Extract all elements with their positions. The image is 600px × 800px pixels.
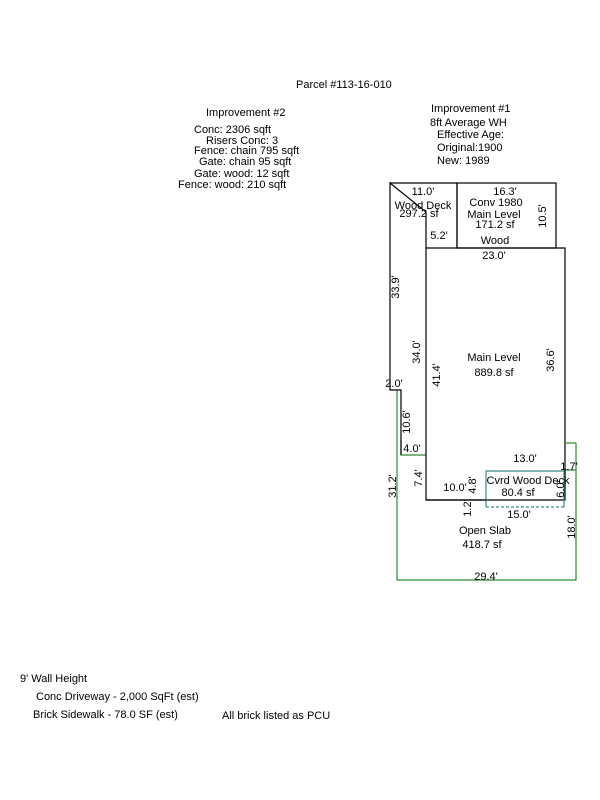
main-level-label: Main Level	[467, 352, 520, 364]
improvement1-line: Effective Age:	[437, 129, 505, 141]
improvement2-line: Risers Conc: 3	[206, 135, 279, 147]
dimension-label: 15.0'	[507, 509, 531, 521]
dimension-label: 23.0'	[482, 250, 506, 262]
dimension-label: 7.4'	[413, 469, 425, 486]
dimension-label: 10.0'	[443, 482, 467, 494]
dimension-label: 29.4'	[474, 571, 498, 583]
sidewalk-note: Brick Sidewalk - 78.0 SF (est)	[33, 709, 178, 721]
wood-deck-outline	[389, 181, 427, 455]
conv-material: Wood	[481, 235, 510, 247]
dimension-label: 4.0'	[403, 443, 420, 455]
main-level-outline	[425, 247, 566, 501]
dimension-label: 18.0'	[566, 515, 578, 539]
improvement2-line: Conc: 2306 sqft	[194, 124, 272, 136]
wall-height-note: 9' Wall Height	[20, 673, 88, 685]
improvement2-line: Fence: chain 795 sqft	[194, 145, 300, 157]
improvement2-line: Gate: chain 95 sqft	[199, 156, 292, 168]
conv-area: 171.2 sf	[475, 219, 515, 231]
open-slab-outline	[396, 390, 577, 581]
dimension-label: 11.0'	[412, 186, 435, 198]
conv-label: Conv 1980	[469, 197, 522, 209]
dimension-label: 5.2'	[430, 230, 447, 242]
improvement2-line: Fence: wood: 210 sqft	[178, 179, 287, 191]
improvement2-title: Improvement #2	[206, 107, 286, 119]
driveway-note: Conc Driveway - 2,000 SqFt (est)	[36, 691, 199, 703]
dimension-label: 13.0'	[513, 453, 537, 465]
dimension-label: 10.5'	[537, 204, 549, 228]
improvement2-line: Gate: wood: 12 sqft	[194, 168, 290, 180]
dimension-label: 6.0'	[555, 480, 567, 497]
wood-deck-area: 297.2 sf	[399, 208, 439, 220]
dimension-label: 1.2'	[462, 499, 474, 516]
covered-deck-outline	[485, 470, 565, 507]
dimension-label: 16.3'	[493, 186, 517, 198]
main-level-area: 889.8 sf	[474, 367, 514, 379]
covered-deck-area: 80.4 sf	[501, 487, 535, 499]
dimension-label: 31.2'	[387, 474, 399, 498]
open-slab-label: Open Slab	[459, 525, 511, 537]
improvement1-line: 8ft Average WH	[430, 117, 507, 129]
improvement1-line: Original:1900	[437, 142, 503, 154]
dimension-label: 36.6'	[545, 348, 557, 372]
dimension-label: 34.0'	[411, 340, 423, 364]
dimension-label: 1.7'	[560, 461, 577, 473]
open-slab-area: 418.7 sf	[462, 539, 502, 551]
dimension-label: 33.9'	[390, 275, 402, 299]
dimension-label: 4.8'	[467, 476, 479, 493]
improvement1-title: Improvement #1	[431, 103, 511, 115]
dimension-label: 2.0'	[385, 378, 402, 390]
parcel-title: Parcel #113-16-010	[296, 79, 392, 91]
covered-deck-label: Cvrd Wood Deck	[487, 475, 570, 487]
brick-note: All brick listed as PCU	[222, 710, 331, 722]
conv-sublabel: Main Level	[467, 209, 520, 221]
wood-deck-label: Wood Deck	[395, 200, 452, 212]
improvement1-line: New: 1989	[437, 155, 490, 167]
dimension-label: 10.6'	[401, 410, 413, 434]
dimension-label: 41.4'	[431, 363, 443, 387]
